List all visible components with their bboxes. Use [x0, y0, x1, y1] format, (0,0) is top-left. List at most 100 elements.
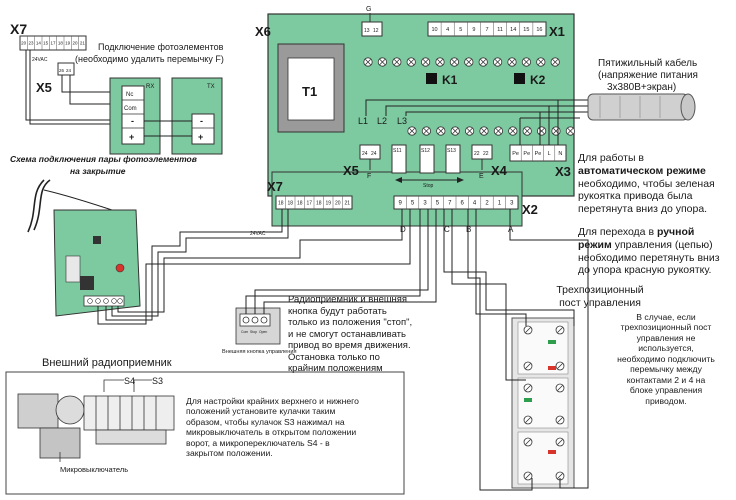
x7-top-pin-6: 19	[65, 41, 71, 46]
station-led-red-1	[548, 366, 556, 370]
x5-board-label: X5	[343, 163, 359, 178]
tx-label: TX	[207, 84, 215, 90]
tx-plus: +	[198, 132, 203, 142]
l2-label: L2	[377, 116, 387, 126]
screw-row-bottom	[407, 126, 576, 136]
photo-title-1: Подключение фотоэлементов	[98, 42, 224, 52]
cam-adjust-note: Для настройки крайних верхнего и нижнего…	[186, 396, 359, 459]
x2-pin-0: 9	[399, 201, 403, 207]
x2-label: X2	[522, 202, 538, 217]
rx-minus: -	[131, 116, 134, 126]
cable-label-1: Пятижильный кабель	[598, 57, 697, 69]
x5-left-strip	[57, 62, 75, 76]
cable-label-3: 3x380В+экран)	[607, 82, 676, 93]
k2-label: K2	[530, 73, 546, 87]
three-position-note: В случае, если трехпозиционный пост упра…	[617, 312, 715, 406]
x2-pin-2: 3	[423, 201, 427, 207]
radio-receiver-board	[53, 209, 141, 317]
x2-pin-7: 2	[485, 201, 489, 207]
vac24-top-label: 24VAC	[32, 57, 48, 63]
wire-x5-nc	[61, 75, 132, 93]
c-label: C	[444, 225, 450, 234]
l3-label: L3	[397, 116, 407, 126]
microswitch-label: Микровыключатель	[60, 465, 128, 474]
radio-stop-note: Радиоприемник и внешняя кнопка будут раб…	[288, 294, 413, 375]
rx-plus: +	[129, 132, 134, 142]
b-label: B	[466, 225, 471, 234]
rx-nc: Nc	[126, 92, 133, 98]
x3-pin-1: Pe	[523, 151, 530, 157]
x6-label: X6	[255, 24, 271, 39]
station-led-red-2	[548, 450, 556, 454]
x7-top-label: X7	[10, 21, 27, 37]
x7-board-pin-4: 18	[316, 200, 322, 206]
ext-pin-com: Com	[241, 330, 248, 334]
d-label: D	[400, 225, 406, 234]
g-label: G	[366, 6, 371, 13]
stop-label: Stop	[423, 183, 434, 189]
radio-led	[115, 263, 125, 273]
x2-pin-8: 1	[498, 201, 502, 207]
a-label: A	[508, 225, 514, 234]
x6-strip	[361, 21, 383, 37]
photo-title-2: (необходимо удалить перемычку F)	[75, 54, 224, 64]
x1-strip	[427, 21, 547, 37]
x7-board-label: X7	[267, 179, 283, 194]
x7-board-pin-1: 18	[287, 200, 293, 206]
x7-top-pin-5: 18	[58, 41, 64, 46]
rx-label: RX	[146, 84, 154, 90]
power-cable	[519, 93, 696, 145]
wire-l2	[385, 105, 590, 116]
vac24-mid-label: 24VAC	[250, 231, 266, 237]
x7-top-pin-0: 20	[21, 41, 27, 46]
auto-mode-note: Для работы в автоматическом режиме необх…	[578, 152, 715, 216]
x7-board-pin-7: 21	[344, 200, 350, 206]
x1-pin-8: 16	[536, 27, 542, 33]
relay-k1	[426, 73, 437, 84]
x2-pin-5: 6	[461, 201, 465, 207]
station-led-green-2	[524, 398, 532, 402]
station-wires	[443, 209, 589, 491]
x3-pin-2: Pe	[535, 151, 542, 157]
rx-com: Com	[124, 106, 137, 112]
x3-pin-0: Pe	[512, 151, 519, 157]
wire-l3	[405, 111, 590, 116]
x5-left-pin-24: 24	[66, 68, 72, 73]
ext-radio-title: Внешний радиоприемник	[42, 357, 172, 369]
radio-code-button	[80, 276, 94, 290]
x7-top-pin-4: 17	[50, 41, 56, 46]
x2-pin-3: 5	[436, 201, 440, 207]
s13-label: S13	[447, 148, 456, 154]
x7-top-strip	[19, 35, 87, 51]
x4-label: X4	[491, 163, 508, 178]
x3-label: X3	[555, 164, 571, 179]
switch-s13	[445, 144, 461, 174]
x1-pin-7: 15	[523, 27, 529, 33]
x5-board-pin-2: 24	[371, 151, 377, 157]
wire-l1	[365, 99, 590, 116]
x7-top-pin-3: 15	[43, 41, 49, 46]
manual-mode-note: Для перехода в ручной режим управления (…	[578, 226, 720, 277]
station-screws	[523, 325, 565, 481]
tx-minus: -	[200, 116, 203, 126]
ext-pin-open: Open	[259, 330, 267, 334]
x1-pin-1: 4	[446, 27, 449, 33]
x3-strip	[509, 144, 567, 162]
x2-pin-4: 7	[448, 201, 452, 207]
x1-pin-5: 11	[497, 27, 503, 33]
s11-label: S11	[393, 148, 402, 154]
station-led-green-1	[548, 340, 556, 344]
e-label: E	[479, 173, 484, 180]
s3-label: S3	[152, 376, 163, 386]
cable-label-2: (напряжение питания	[598, 70, 698, 81]
photo-caption-2: на закрытие	[70, 166, 126, 176]
x7-top-pin-1: 23	[28, 41, 34, 46]
